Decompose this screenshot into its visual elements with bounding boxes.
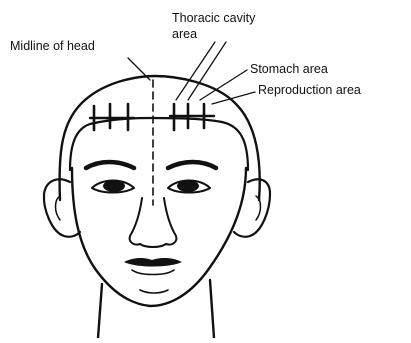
label-thoracic-line2: area [172,27,197,41]
leader-thoracic-1 [176,42,215,100]
label-midline: Midline of head [10,39,95,53]
nose-right [164,198,176,245]
nose-left [130,198,142,245]
neck-left [98,284,102,338]
right-eye [168,180,210,193]
mouth [124,258,182,275]
head-outline [60,76,260,200]
label-thoracic-line1: Thoracic cavity [172,11,256,25]
left-eyebrow [86,162,134,168]
neck-right [210,280,214,338]
right-eyebrow [168,162,216,168]
nose-base [140,244,166,247]
left-eye [92,180,134,193]
face-outline [72,168,246,306]
label-reproduction: Reproduction area [258,83,361,97]
label-stomach: Stomach area [250,62,328,76]
chin-line [140,290,168,293]
